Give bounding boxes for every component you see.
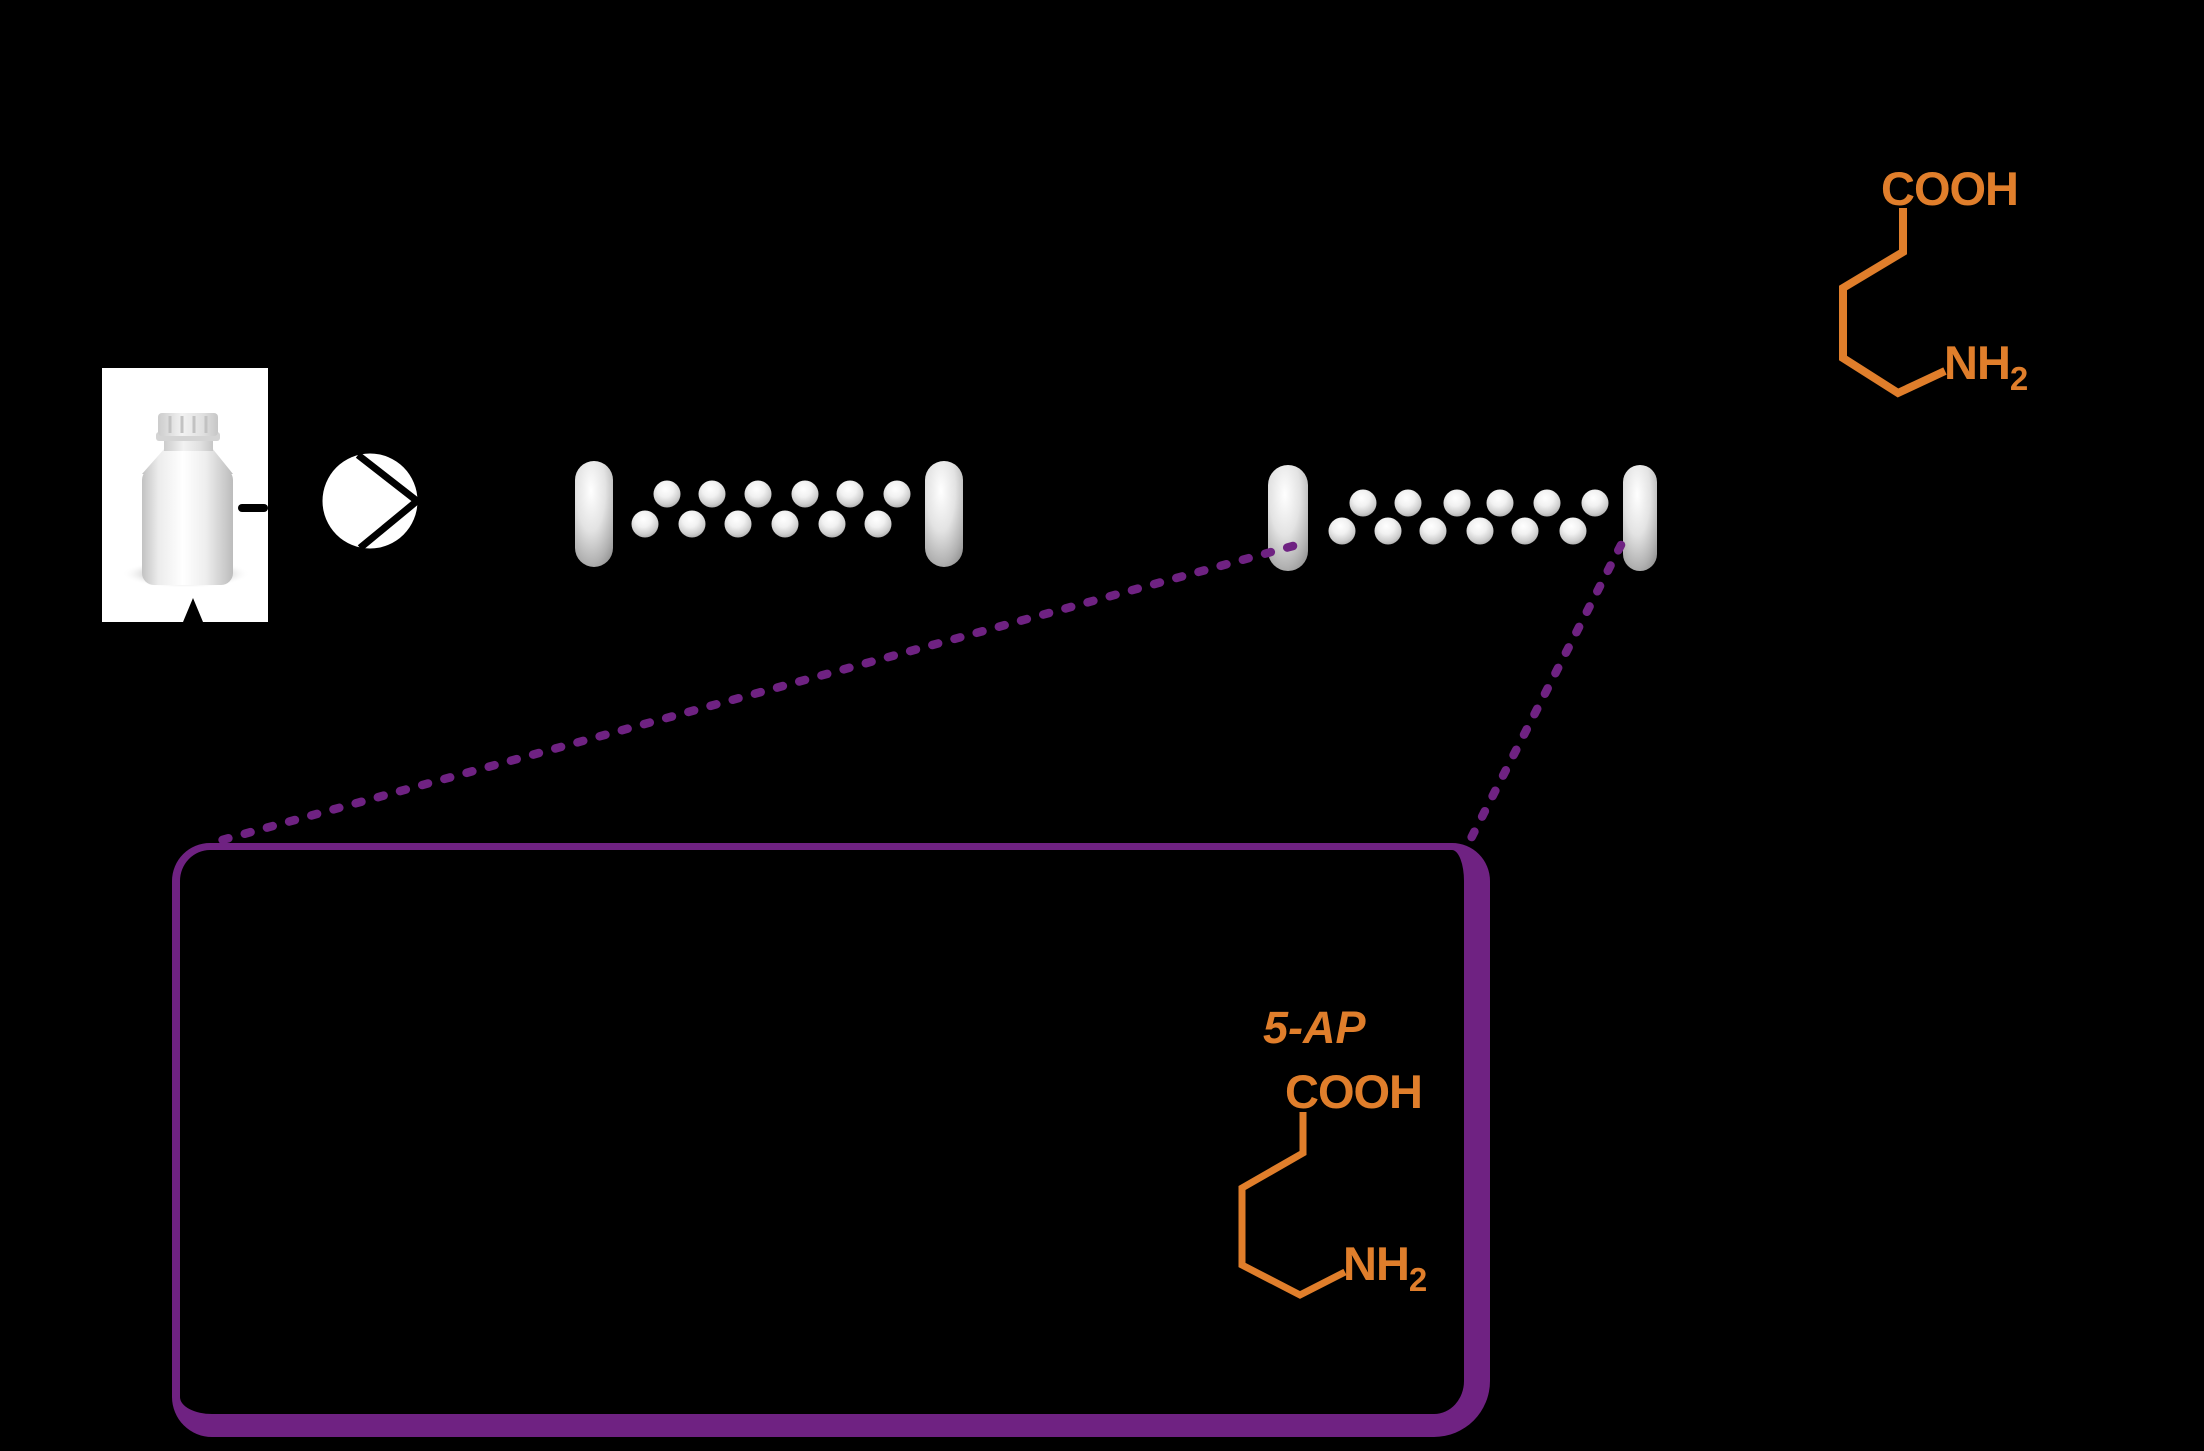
catalyst-bead [1466, 517, 1494, 545]
reactor-end-cap [925, 461, 963, 567]
catalyst-bead [771, 510, 799, 538]
product-carboxyl-label: COOH [1881, 162, 2019, 215]
reactor-end-cap [1623, 465, 1657, 571]
packed-bed-reactor-1 [575, 461, 963, 567]
inset-carboxyl-label: COOH [1285, 1065, 1423, 1118]
catalyst-bead [864, 510, 892, 538]
catalyst-bead [1374, 517, 1402, 545]
catalyst-bead [1394, 489, 1422, 517]
reactor-end-cap [1268, 465, 1308, 571]
pump-circle [322, 453, 418, 549]
pump-triangle [355, 452, 423, 551]
zoom-inset-box [172, 843, 1490, 1437]
catalyst-bead [1443, 489, 1471, 517]
reagent-bottle-panel [102, 368, 268, 622]
reactor-end-cap [575, 461, 613, 567]
catalyst-bead [653, 480, 681, 508]
pump-icon [322, 452, 423, 551]
inset-carbon-chain [1238, 1112, 1347, 1299]
catalyst-bead [1486, 489, 1514, 517]
zoom-callout-line-left [217, 541, 1298, 845]
catalyst-bead [1511, 517, 1539, 545]
catalyst-bead [698, 480, 726, 508]
catalyst-bead [818, 510, 846, 538]
tubing-stub [238, 504, 268, 512]
packed-bed-reactor-2 [1268, 465, 1657, 571]
catalyst-bead [1349, 489, 1377, 517]
catalyst-bead [791, 480, 819, 508]
catalyst-bead [836, 480, 864, 508]
catalyst-bead [1419, 517, 1447, 545]
cap-ribs [168, 416, 208, 433]
reagent-bottle-icon [122, 413, 268, 622]
inset-amine-label: NH2 [1343, 1237, 1428, 1298]
product-amine-label: NH2 [1944, 336, 2029, 397]
zoom-callout-line-right [1459, 540, 1626, 857]
catalyst-bead [1328, 517, 1356, 545]
catalyst-bead [883, 480, 911, 508]
bottle-body [142, 468, 233, 585]
catalyst-bead [1559, 517, 1587, 545]
catalyst-bead [678, 510, 706, 538]
catalyst-bead [744, 480, 772, 508]
product-carbon-chain [1839, 208, 1947, 398]
bottle-shoulder [142, 448, 233, 474]
catalyst-bead [631, 510, 659, 538]
bottle-cap [158, 413, 218, 436]
inset-compound-label: 5-AP [1263, 1002, 1366, 1053]
catalyst-bead [1533, 489, 1561, 517]
catalyst-bead [1581, 489, 1609, 517]
catalyst-bead [724, 510, 752, 538]
bottle-neck [164, 440, 213, 451]
arrow-up-icon [183, 598, 203, 622]
